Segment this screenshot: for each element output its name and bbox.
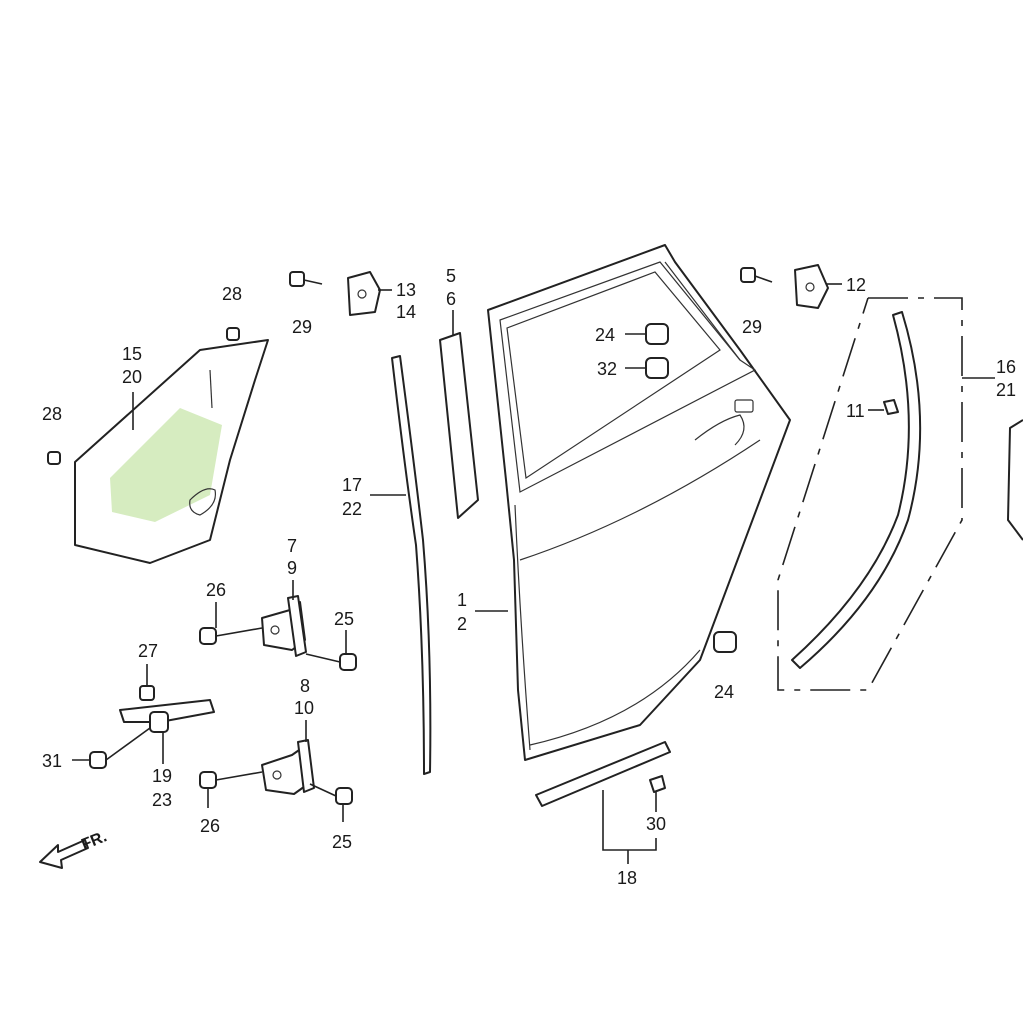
front-arrow-label: FR. <box>79 828 109 853</box>
label-14: 14 <box>396 302 416 322</box>
outer-weatherstrip-16-21 <box>791 311 922 669</box>
weatherstrip-17-22 <box>391 355 432 775</box>
label-24-lower: 24 <box>714 682 734 702</box>
upper-hinge <box>261 595 307 657</box>
label-22: 22 <box>342 499 362 519</box>
label-8: 8 <box>300 676 310 696</box>
label-28-upper: 28 <box>222 284 242 304</box>
label-16: 16 <box>996 357 1016 377</box>
bolt-26-lower <box>199 771 263 808</box>
highlight-region <box>110 408 222 522</box>
label-2: 2 <box>457 614 467 634</box>
label-20: 20 <box>122 367 142 387</box>
bracket-13-14 <box>347 271 381 316</box>
sash-tape-5-6 <box>439 332 479 519</box>
label-6: 6 <box>446 289 456 309</box>
label-13: 13 <box>396 280 416 300</box>
label-1: 1 <box>457 590 467 610</box>
bracket-12 <box>794 264 829 309</box>
bolt-25-lower <box>309 783 353 822</box>
label-29-right: 29 <box>742 317 762 337</box>
label-31: 31 <box>42 751 62 771</box>
label-15: 15 <box>122 344 142 364</box>
clip-11 <box>883 399 899 415</box>
label-25-upper: 25 <box>334 609 354 629</box>
bumper-24-lower <box>713 631 737 653</box>
label-32: 32 <box>597 359 617 379</box>
label-25-lower: 25 <box>332 832 352 852</box>
adjacent-part-edge <box>1007 419 1023 541</box>
label-5: 5 <box>446 266 456 286</box>
label-28-lower: 28 <box>42 404 62 424</box>
lower-molding-18 <box>535 741 671 807</box>
label-18: 18 <box>617 868 637 888</box>
bolt-25-upper <box>305 630 357 671</box>
label-9: 9 <box>287 558 297 578</box>
label-26-lower: 26 <box>200 816 220 836</box>
label-30: 30 <box>646 814 666 834</box>
label-21: 21 <box>996 380 1016 400</box>
bolt-31 <box>72 727 151 769</box>
clip-28-lower <box>47 451 61 465</box>
label-26-upper: 26 <box>206 580 226 600</box>
label-11: 11 <box>846 401 865 421</box>
label-10: 10 <box>294 698 314 718</box>
front-direction-arrow: FR. <box>39 828 109 869</box>
label-24-upper: 24 <box>595 325 615 345</box>
door-trim-panel <box>74 339 269 564</box>
bumper-32 <box>645 357 669 379</box>
screw-29-right <box>740 267 773 283</box>
label-12: 12 <box>846 275 866 295</box>
clip-30 <box>649 775 666 793</box>
rear-door-panel <box>487 244 791 761</box>
bolt-26-upper <box>199 602 263 645</box>
screw-29-left <box>289 271 323 287</box>
bolt-27 <box>139 664 155 701</box>
lower-hinge <box>261 739 315 795</box>
label-19: 19 <box>152 766 172 786</box>
label-29-left: 29 <box>292 317 312 337</box>
label-7: 7 <box>287 536 297 556</box>
bumper-24-upper <box>645 323 669 345</box>
clip-28-upper <box>226 327 240 341</box>
door-checker <box>119 699 215 733</box>
label-27: 27 <box>138 641 158 661</box>
label-23: 23 <box>152 790 172 810</box>
label-17: 17 <box>342 475 362 495</box>
